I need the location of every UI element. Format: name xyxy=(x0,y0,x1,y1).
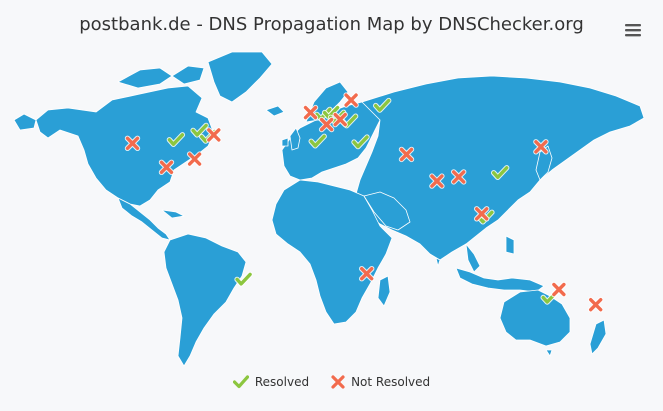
resolved-marker-check-icon[interactable] xyxy=(166,132,186,148)
not-resolved-marker-cross-icon[interactable] xyxy=(124,135,141,152)
hamburger-menu-icon[interactable] xyxy=(621,20,645,40)
not-resolved-marker-cross-icon[interactable] xyxy=(359,265,375,282)
central-america-landmass xyxy=(117,197,171,241)
new-zealand-landmass xyxy=(589,319,607,355)
not-resolved-marker-cross-icon[interactable] xyxy=(158,159,175,176)
resolved-marker-check-icon[interactable] xyxy=(373,97,392,113)
not-resolved-marker-cross-icon[interactable] xyxy=(186,151,203,167)
arctic-islands-landmass xyxy=(117,67,173,89)
legend-resolved[interactable]: Resolved xyxy=(232,375,310,389)
not-resolved-marker-cross-icon[interactable] xyxy=(551,281,567,298)
resolved-marker-check-icon[interactable] xyxy=(308,133,327,149)
south-america-landmass xyxy=(163,233,247,367)
resolved-marker-check-icon[interactable] xyxy=(491,165,510,181)
not-resolved-marker-cross-icon[interactable] xyxy=(206,127,222,143)
not-resolved-marker-cross-icon[interactable] xyxy=(332,111,348,128)
arabian-peninsula-landmass xyxy=(363,191,411,231)
check-icon xyxy=(232,375,249,389)
philippines-landmass xyxy=(505,235,515,255)
not-resolved-marker-cross-icon[interactable] xyxy=(588,297,604,313)
not-resolved-marker-cross-icon[interactable] xyxy=(429,173,445,189)
not-resolved-marker-cross-icon[interactable] xyxy=(318,116,335,133)
resolved-marker-check-icon[interactable] xyxy=(234,271,253,287)
japan-landmass xyxy=(535,145,553,181)
ireland-landmass xyxy=(281,137,289,147)
not-resolved-marker-cross-icon[interactable] xyxy=(343,92,359,108)
indonesia-landmass xyxy=(455,267,545,293)
legend: Resolved Not Resolved xyxy=(0,372,663,392)
caribbean-landmass xyxy=(161,209,185,219)
page-title: postbank.de - DNS Propagation Map by DNS… xyxy=(79,14,584,35)
sri-lanka-landmass xyxy=(435,257,441,267)
server-markers xyxy=(124,92,604,313)
legend-resolved-label: Resolved xyxy=(254,375,310,389)
not-resolved-marker-cross-icon[interactable] xyxy=(398,146,415,163)
australia-landmass xyxy=(499,289,571,347)
madagascar-landmass xyxy=(377,275,391,307)
not-resolved-marker-cross-icon[interactable] xyxy=(451,169,467,185)
cross-icon xyxy=(331,375,345,389)
world-map xyxy=(13,51,645,367)
legend-not-resolved-label: Not Resolved xyxy=(351,375,431,389)
resolved-marker-check-icon[interactable] xyxy=(351,134,370,150)
not-resolved-marker-cross-icon[interactable] xyxy=(474,206,490,222)
arctic-islands-landmass xyxy=(171,65,205,85)
alaska-landmass xyxy=(13,113,37,131)
not-resolved-marker-cross-icon[interactable] xyxy=(533,139,549,155)
great-britain-landmass xyxy=(289,127,301,151)
not-resolved-marker-cross-icon[interactable] xyxy=(302,104,319,121)
greenland-landmass xyxy=(207,51,273,103)
tasmania-landmass xyxy=(545,349,553,357)
legend-not-resolved[interactable]: Not Resolved xyxy=(331,375,430,389)
africa-landmass xyxy=(271,179,393,325)
north-america-landmass xyxy=(35,85,215,207)
asia-landmass xyxy=(355,75,645,261)
resolved-marker-check-icon[interactable] xyxy=(190,122,209,138)
iceland-landmass xyxy=(265,105,285,117)
southeast-asia-landmass xyxy=(465,243,481,273)
land-masses xyxy=(13,51,645,367)
